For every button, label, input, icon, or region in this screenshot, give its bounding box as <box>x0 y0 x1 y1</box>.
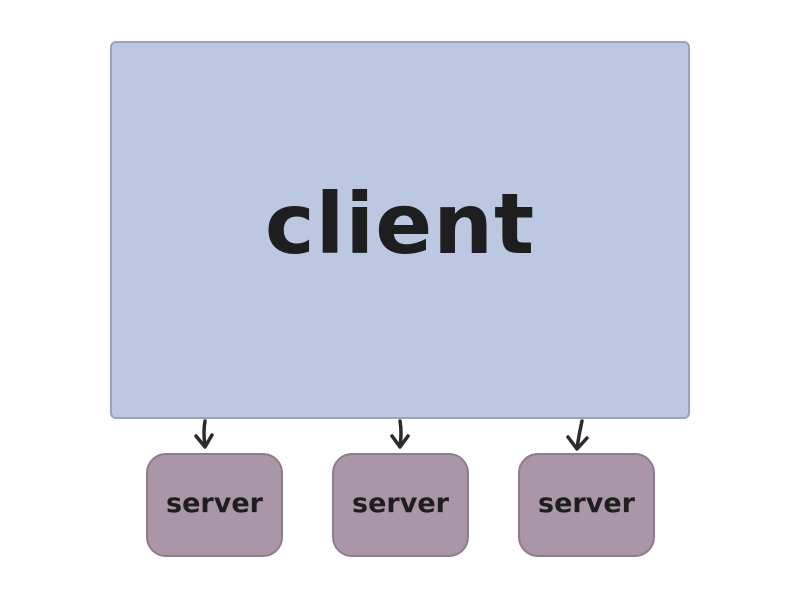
client-label: client <box>264 175 536 273</box>
server-label: server <box>538 487 635 519</box>
arrow-client-to-server-1 <box>194 419 214 449</box>
server-node-3: server <box>518 453 655 557</box>
server-node-2: server <box>332 453 469 557</box>
client-node: client <box>110 41 690 419</box>
server-node-1: server <box>146 453 283 557</box>
arrow-client-to-server-3 <box>566 419 589 451</box>
server-label: server <box>166 487 263 519</box>
arrow-client-to-server-2 <box>390 419 410 449</box>
server-label: server <box>352 487 449 519</box>
